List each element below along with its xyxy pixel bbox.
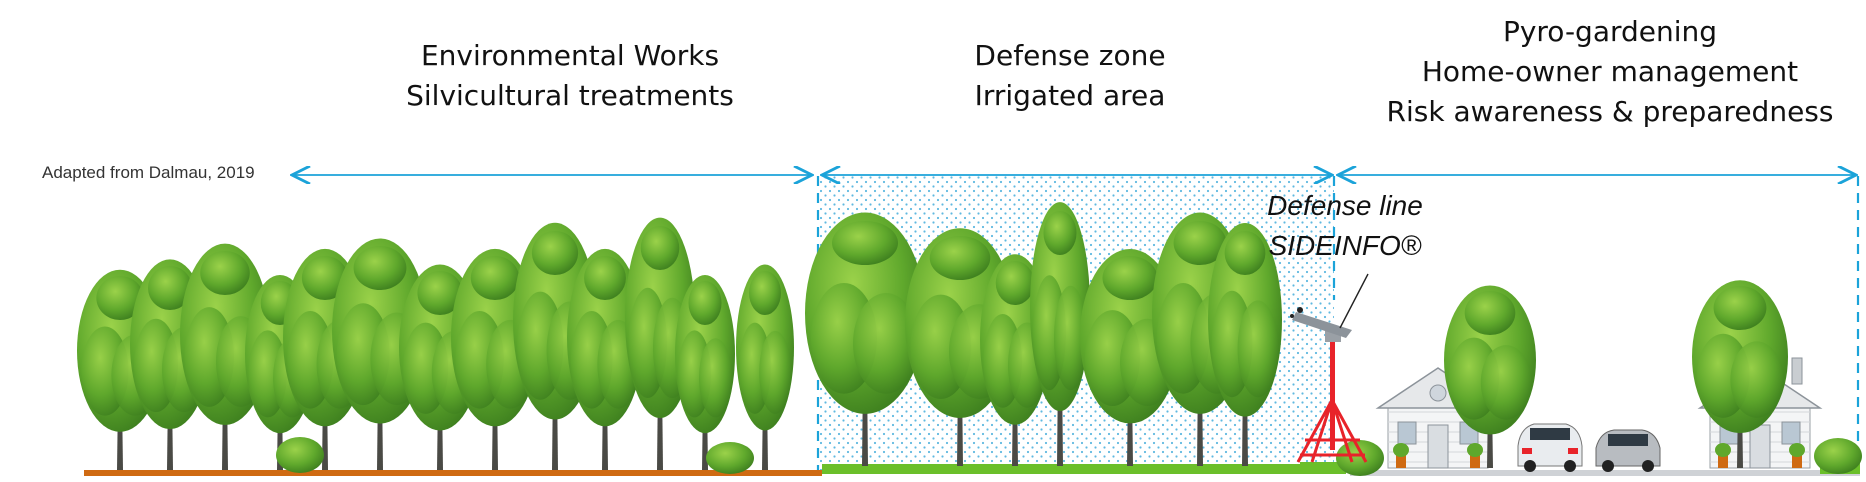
- zone-title-line: Silvicultural treatments: [406, 79, 734, 112]
- defense-line-title: Defense line: [1267, 190, 1423, 221]
- attribution-text: Adapted from Dalmau, 2019: [42, 163, 255, 182]
- tree: [805, 212, 925, 466]
- defense-zone-trees: [805, 202, 1282, 466]
- zone-title-line: Pyro-gardening: [1502, 15, 1718, 48]
- zone-title-line: Defense zone: [974, 39, 1166, 72]
- tree: [1692, 280, 1788, 468]
- zone-title-defense: Defense zone Irrigated area: [920, 36, 1220, 116]
- zone-title-line: Irrigated area: [974, 79, 1166, 112]
- tree: [736, 264, 794, 470]
- tree: [1444, 285, 1536, 468]
- garden-trees: [1444, 280, 1788, 468]
- tree: [1208, 222, 1282, 466]
- car-left-icon: [1517, 423, 1583, 472]
- tree: [675, 274, 735, 470]
- zone-title-line: Risk awareness & preparedness: [1386, 95, 1834, 128]
- defense-line-product: SIDEINFO®: [1268, 230, 1422, 261]
- zone-title-forest: Environmental Works Silvicultural treatm…: [400, 36, 740, 116]
- zone-title-homes: Pyro-gardening Home-owner management Ris…: [1380, 12, 1840, 132]
- sprinkler-icon: [1290, 273, 1369, 463]
- ground: [84, 462, 1860, 476]
- house-left: [1375, 357, 1501, 469]
- tree: [1030, 202, 1090, 466]
- zone-title-line: Environmental Works: [420, 39, 720, 72]
- forest-trees: [77, 217, 794, 470]
- zone-title-line: Home-owner management: [1421, 55, 1799, 88]
- car-right-icon: [1595, 429, 1661, 472]
- defense-line-label: Defense line SIDEINFO®: [1225, 186, 1465, 266]
